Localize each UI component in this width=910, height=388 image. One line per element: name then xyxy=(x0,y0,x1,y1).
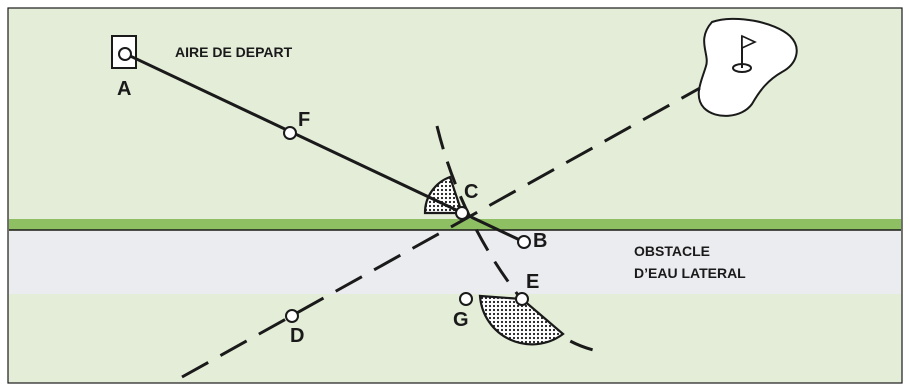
point-b-label: B xyxy=(533,230,547,252)
point-c-label: C xyxy=(464,181,478,203)
point-e-label: E xyxy=(526,271,539,293)
point-c-marker xyxy=(455,206,469,220)
point-a-label: A xyxy=(117,78,131,100)
point-e-marker xyxy=(515,292,529,306)
point-f-label: F xyxy=(298,109,310,131)
hazard-label-line2: D’EAU LATERAL xyxy=(634,265,746,281)
point-a-marker xyxy=(118,47,132,61)
putting-green-flag-icon xyxy=(697,17,798,117)
point-d-label: D xyxy=(290,325,304,347)
hazard-label-line1: OBSTACLE xyxy=(634,243,710,259)
point-b-marker xyxy=(517,235,531,249)
point-g-label: G xyxy=(453,309,469,331)
point-g-marker xyxy=(459,292,473,306)
point-d-marker xyxy=(285,309,299,323)
dashed-line-flag-to-d xyxy=(181,86,701,379)
dashed-line-through-e xyxy=(435,125,603,354)
lateral-water-hazard xyxy=(9,231,901,294)
point-f-marker xyxy=(283,126,297,140)
drop-zone-c xyxy=(423,175,464,215)
drop-zone-e xyxy=(478,294,565,346)
tee-area-label: AIRE DE DEPART xyxy=(175,44,293,60)
